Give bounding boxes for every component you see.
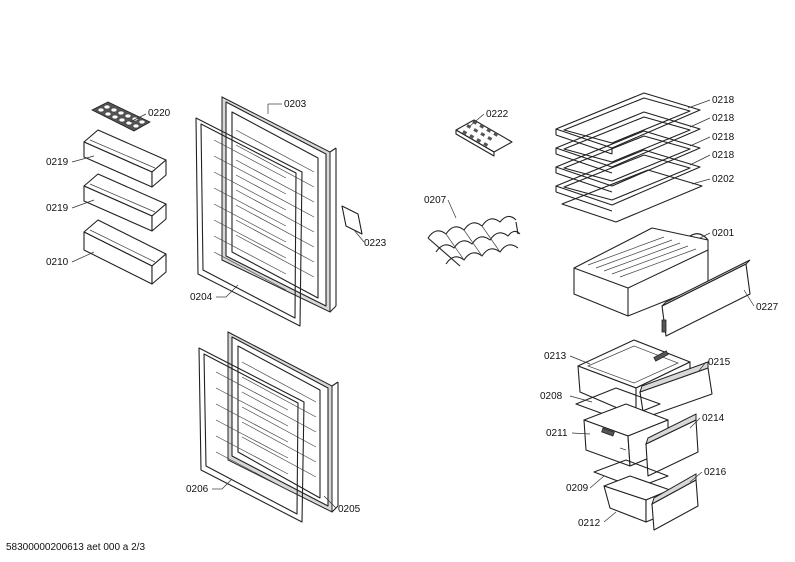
callout-0208: 0208	[540, 391, 563, 402]
callout-0223: 0223	[364, 238, 387, 249]
lower-gasket-0206	[198, 347, 305, 523]
drawer-cover-0227	[661, 259, 751, 337]
callout-labels: 0220 0219 0219 0210 0203 0204 0223 0206 …	[46, 95, 779, 529]
door-bin-0219-lower	[83, 173, 167, 232]
callout-0214: 0214	[702, 413, 725, 424]
leader-lines	[71, 99, 755, 523]
callout-0207: 0207	[424, 195, 447, 206]
callout-0210: 0210	[46, 257, 69, 268]
callout-0227: 0227	[756, 302, 779, 313]
ice-tray-0222	[455, 119, 513, 157]
egg-tray-0220	[91, 101, 151, 132]
upper-gasket-0204	[195, 117, 303, 327]
drawer-front-0215	[639, 361, 713, 419]
callout-0215: 0215	[708, 357, 731, 368]
door-bin-0210	[83, 219, 167, 285]
callout-0212: 0212	[578, 518, 601, 529]
callout-0204: 0204	[190, 292, 213, 303]
callout-0206: 0206	[186, 484, 209, 495]
callout-0218-3: 0218	[712, 132, 735, 143]
callout-0218-4: 0218	[712, 150, 735, 161]
glass-plate-0202	[561, 169, 703, 223]
drawer-front-0214	[645, 413, 699, 477]
label-card-0223	[341, 205, 363, 235]
callout-0211: 0211	[546, 428, 568, 439]
drawer-front-0216	[651, 473, 699, 531]
callout-0203: 0203	[284, 99, 307, 110]
callout-0220: 0220	[148, 108, 171, 119]
callout-0218-2: 0218	[712, 113, 735, 124]
callout-0202: 0202	[712, 174, 735, 185]
callout-0205: 0205	[338, 504, 361, 515]
bottle-rack-0207	[427, 215, 521, 267]
callout-0213: 0213	[544, 351, 567, 362]
callout-0219-lower: 0219	[46, 203, 69, 214]
callout-0216: 0216	[704, 467, 727, 478]
callout-0222: 0222	[486, 109, 509, 120]
callout-0218-1: 0218	[712, 95, 735, 106]
glass-shelf-0218-3	[555, 130, 701, 193]
callout-0219-upper: 0219	[46, 157, 69, 168]
door-bin-0219-upper	[83, 129, 167, 188]
callout-0209: 0209	[566, 483, 589, 494]
glass-shelf-0218-4	[555, 149, 701, 212]
lower-door-0205	[227, 331, 339, 513]
vegetable-drawer-0201	[573, 227, 709, 317]
callout-0201: 0201	[712, 228, 735, 239]
document-id: 58300000200613 aet 000 a 2/3	[6, 542, 146, 553]
upper-door-0203	[221, 96, 337, 313]
glass-shelf-0218-1	[555, 92, 701, 155]
glass-shelf-0218-2	[555, 111, 701, 174]
